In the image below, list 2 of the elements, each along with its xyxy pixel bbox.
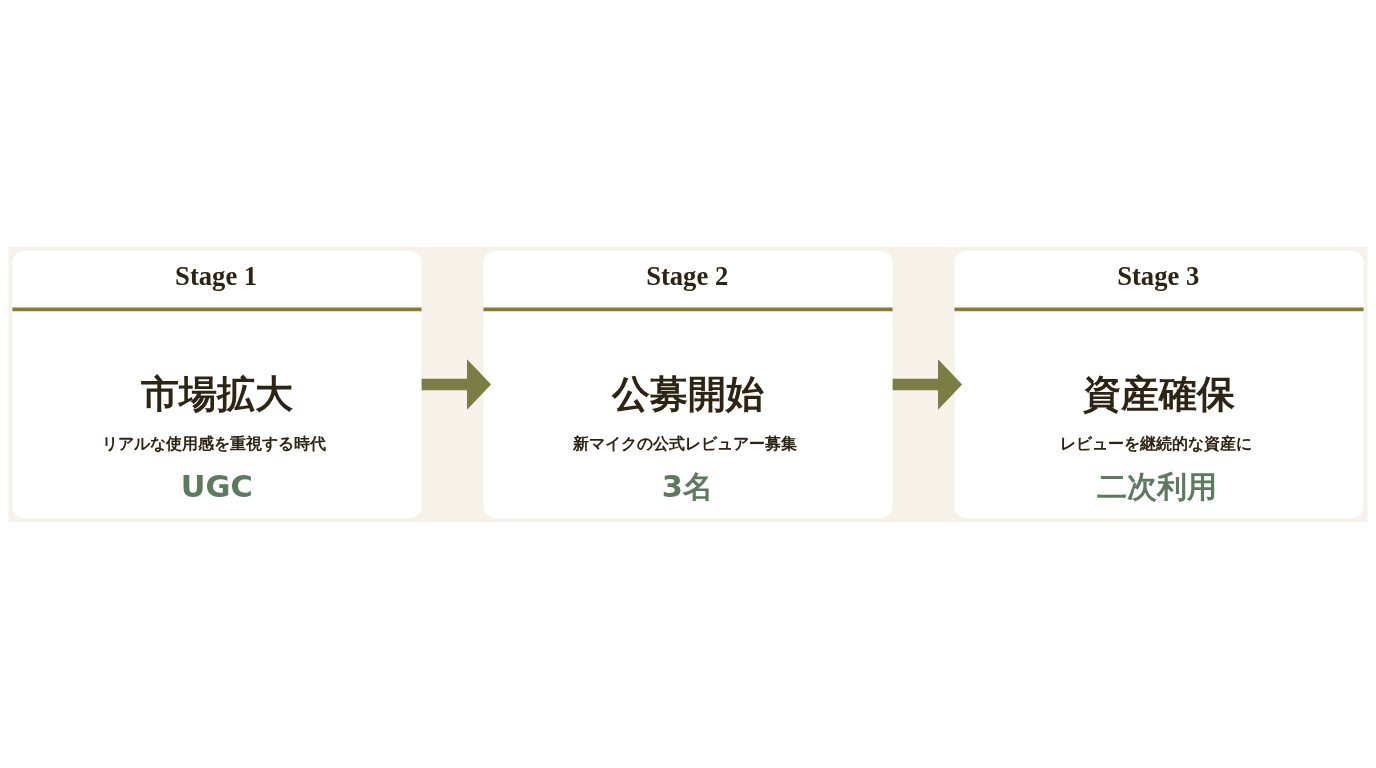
arrow [892, 358, 963, 410]
arrow [421, 358, 492, 410]
